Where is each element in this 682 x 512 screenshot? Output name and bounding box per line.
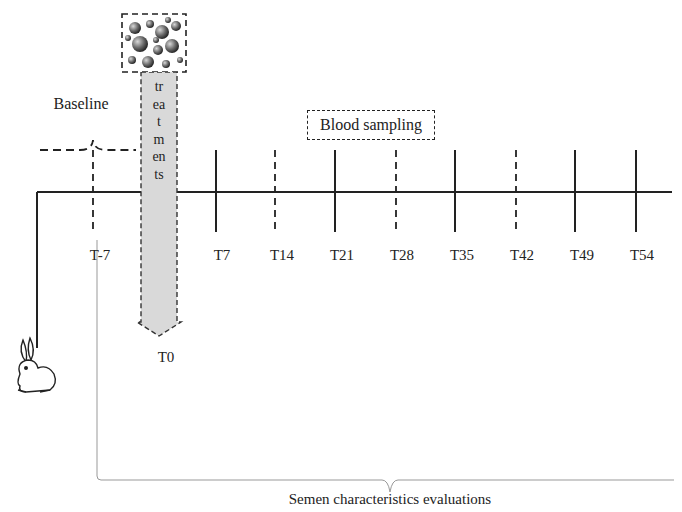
bubble [153, 45, 163, 55]
bubble [171, 21, 181, 31]
bubble [146, 20, 154, 28]
time-label: T49 [570, 246, 594, 264]
bubble [132, 36, 148, 52]
box-text: Blood sampling [320, 115, 422, 134]
time-label: T28 [390, 246, 414, 264]
tick [215, 150, 217, 232]
bubble [165, 17, 171, 23]
blood-sampling-box: Blood sampling [307, 110, 435, 139]
baseline-brace [40, 140, 136, 150]
time-axis [177, 191, 672, 193]
time-label: T21 [330, 246, 354, 264]
tick [454, 150, 456, 232]
tick [635, 150, 637, 232]
tick [395, 150, 397, 232]
arrow-outline [137, 72, 181, 336]
evaluation-bracket [97, 240, 674, 492]
time-label: T0 [158, 348, 175, 366]
time-label: T42 [510, 246, 534, 264]
bubble [162, 60, 170, 68]
arrow-shape [129, 72, 189, 338]
bubble [129, 22, 141, 34]
bubble [142, 56, 154, 68]
bubble-box [122, 14, 186, 72]
evaluation-label: Semen characteristics evaluations [289, 490, 491, 508]
bubble [125, 35, 131, 41]
tick [274, 150, 276, 232]
baseline-label: Baseline [53, 94, 108, 113]
time-label: T14 [270, 246, 294, 264]
time-label: T-7 [90, 246, 110, 264]
time-label: T54 [630, 246, 654, 264]
bubble [155, 25, 169, 39]
tick [515, 150, 517, 232]
treatment-arrow: treatments [141, 72, 177, 336]
bubble [177, 57, 183, 63]
tick [334, 150, 336, 232]
bubble [153, 37, 159, 43]
tick [92, 150, 94, 232]
bubbles [125, 17, 183, 68]
bubble [128, 56, 136, 64]
start-line [36, 192, 38, 348]
tick [574, 150, 576, 232]
rabbit-icon [18, 338, 55, 392]
time-label: T7 [214, 246, 231, 264]
time-label: T35 [450, 246, 474, 264]
bubble [165, 39, 179, 53]
time-axis [37, 191, 141, 193]
treatment-text: treatments [152, 78, 166, 183]
